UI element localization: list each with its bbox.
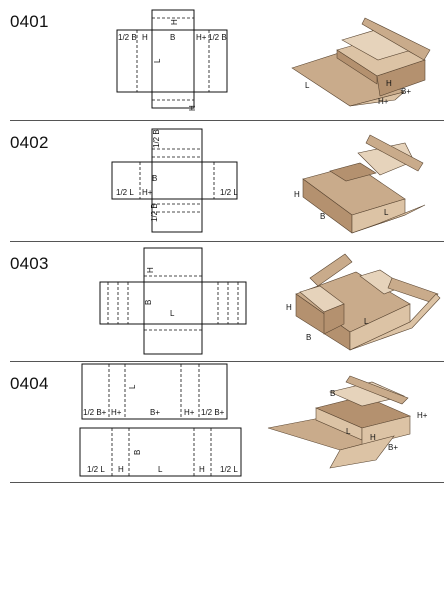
label-h-left: H — [118, 465, 124, 474]
label-half-b-plus-right: 1/2 B+ — [201, 408, 225, 417]
box-label-b: B — [320, 212, 325, 221]
label-half-b-left: 1/2 B — [118, 33, 137, 42]
box-label-h-plus: H+ — [378, 97, 389, 106]
label-l: L — [128, 384, 137, 389]
label-half-l-right: 1/2 L — [220, 188, 238, 197]
box-label-l: L — [346, 427, 351, 436]
label-b: B — [133, 450, 142, 455]
row-0401-drawing: 1/2 B H B H+ 1/2 B H L H L H B+ — [116, 9, 431, 111]
row-0401: 0401 1/2 B H B H+ 1/2 B H — [0, 0, 444, 120]
label-half-l-left: 1/2 L — [87, 465, 105, 474]
divider — [10, 241, 444, 242]
box-label-h: H — [370, 433, 376, 442]
row-0404: 0404 1/2 B+ H+ B+ H+ 1/2 B+ L — [0, 362, 444, 482]
box-label-h: H — [294, 190, 300, 199]
label-half-l-left: 1/2 L — [116, 188, 134, 197]
box-label-b: B — [306, 333, 311, 342]
label-h-left: H — [142, 33, 148, 42]
label-h-plus-left: H+ — [111, 408, 122, 417]
label-h: H — [146, 267, 155, 273]
box-label-h-plus: H+ — [417, 411, 428, 420]
divider — [10, 361, 444, 362]
row-0403: 0403 H B L — [0, 242, 444, 362]
label-l: L — [153, 58, 162, 63]
box-label-l: L — [384, 208, 389, 217]
label-l: L — [158, 465, 163, 474]
box-0404: B L H H+ B+ — [267, 375, 428, 469]
box-label-h: H — [286, 303, 292, 312]
style-code: 0404 — [10, 374, 49, 393]
blank-0403: H B L — [99, 247, 247, 355]
divider — [10, 482, 444, 483]
label-h-right: H — [199, 465, 205, 474]
label-half-b-top: 1/2 B — [152, 129, 161, 148]
box-label-l: L — [305, 81, 310, 90]
blank-0401: 1/2 B H B H+ 1/2 B H L H — [116, 9, 228, 111]
label-b: B — [152, 174, 157, 183]
label-half-l-right: 1/2 L — [220, 465, 238, 474]
label-half-b-bottom: 1/2 B — [150, 203, 159, 222]
box-label-h: H — [386, 79, 392, 88]
row-0402: 0402 1/2 B B 1/2 L H+ 1/2 L 1/2 — [0, 121, 444, 241]
label-half-b-plus-left: 1/2 B+ — [83, 408, 107, 417]
divider — [10, 120, 444, 121]
box-label-b-plus: B+ — [388, 443, 398, 452]
box-0401: L H B+ H+ — [291, 17, 431, 107]
row-0402-drawing: 1/2 B B 1/2 L H+ 1/2 L 1/2 B H B L — [111, 128, 426, 234]
label-l: L — [170, 309, 175, 318]
style-code: 0402 — [10, 133, 49, 152]
row-0404-drawing: 1/2 B+ H+ B+ H+ 1/2 B+ L 1/2 L H L H 1/2… — [79, 363, 428, 477]
label-half-b-right: 1/2 B — [208, 33, 227, 42]
label-b-plus: B+ — [150, 408, 160, 417]
label-b: B — [170, 33, 175, 42]
style-code: 0403 — [10, 254, 49, 273]
label-b: B — [144, 300, 153, 305]
blank-0404-bottom: 1/2 L H L H 1/2 L B — [79, 427, 242, 477]
label-h-top: H — [170, 19, 179, 25]
blank-0404-top: 1/2 B+ H+ B+ H+ 1/2 B+ L — [81, 363, 228, 420]
label-h-bottom: H — [188, 105, 197, 111]
box-label-b: B — [330, 389, 335, 398]
row-0403-drawing: H B L H L B — [99, 247, 441, 355]
label-h-plus-right: H+ — [184, 408, 195, 417]
box-0402: H B L — [294, 134, 426, 234]
label-h-plus: H+ — [142, 188, 153, 197]
box-label-b-plus: B+ — [401, 87, 411, 96]
box-0403: H L B — [286, 253, 441, 351]
blank-0402: 1/2 B B 1/2 L H+ 1/2 L 1/2 B — [111, 128, 238, 233]
style-code: 0401 — [10, 12, 49, 31]
box-label-l: L — [364, 317, 369, 326]
label-h-plus: H+ — [196, 33, 207, 42]
